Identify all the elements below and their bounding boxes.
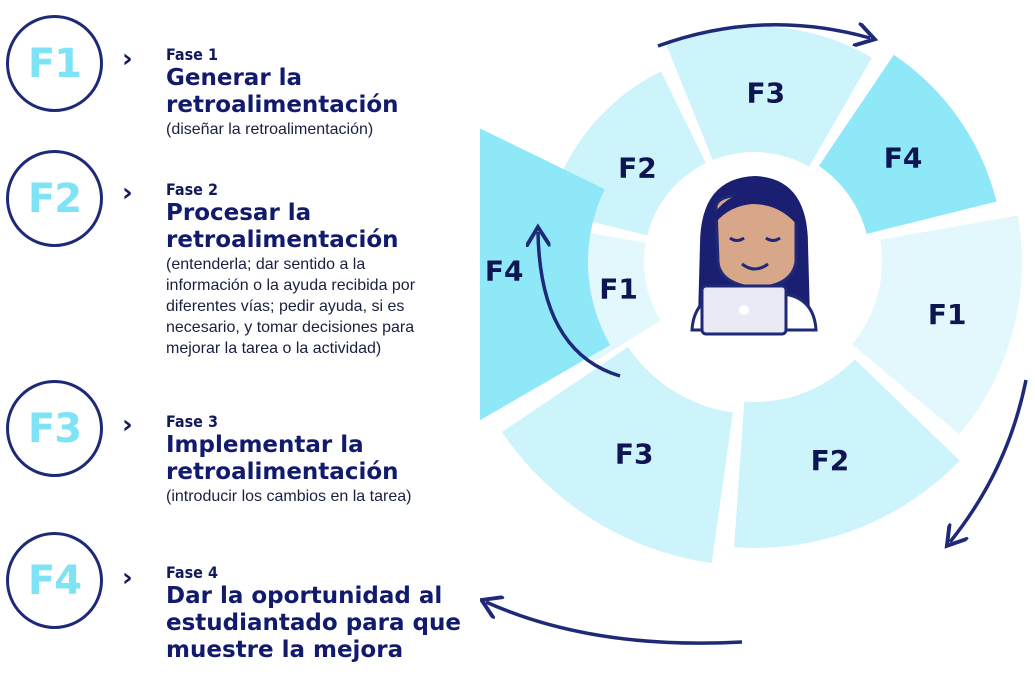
phase-4-title-line-3: muestre la mejora <box>166 637 404 663</box>
wheel-segment-label-5: F1 <box>928 298 967 331</box>
phase-4-title-line-1: Dar la oportunidad al <box>166 583 443 609</box>
phase-1-desc-line-1: (diseñar la retroalimentación) <box>166 121 374 138</box>
phase-3-badge: F3 <box>6 380 103 477</box>
phase-3-desc-line-1: (introducir los cambios en la tarea) <box>166 488 412 505</box>
chevron-right-icon: › <box>122 178 133 208</box>
wheel-segment-label-8: F4 <box>485 255 524 288</box>
phase-2-desc-line-3: diferentes vías; pedir ayuda, si es <box>166 298 405 315</box>
phase-2-desc-line-2: información o la ayuda recibida por <box>166 277 416 294</box>
phase-4-title-line-2: estudiantado para que <box>166 610 461 636</box>
wheel-segment-label-6: F2 <box>811 444 850 477</box>
chevron-right-icon: › <box>122 563 133 593</box>
phase-1-badge: F1 <box>6 15 103 112</box>
wheel-segment-label-1: F1 <box>599 272 638 305</box>
phase-3-title-line-2: retroalimentación <box>166 459 399 485</box>
phase-2-desc-line-1: (entenderla; dar sentido a la <box>166 256 366 273</box>
phase-1-label: Fase 1 <box>166 45 218 64</box>
phase-3-badge-text: F3 <box>27 405 82 452</box>
chevron-right-icon: › <box>122 410 133 440</box>
wheel-segment-label-4: F4 <box>884 142 923 175</box>
phase-2-badge: F2 <box>6 150 103 247</box>
phase-2-desc-line-5: mejorar la tarea o la actividad) <box>166 340 382 357</box>
wheel-segment-8 <box>480 128 611 421</box>
cycle-arrow-top <box>657 25 870 46</box>
cycle-arrow-bottom <box>486 602 743 645</box>
phase-1-badge-text: F1 <box>27 40 82 87</box>
phase-1-text: Fase 1 Generar la retroalimentación (dis… <box>166 45 399 140</box>
wheel-segment-3 <box>665 25 872 172</box>
phase-2-title-line-2: retroalimentación <box>166 227 399 253</box>
phase-2-desc-line-4: necesario, y tomar decisiones para <box>166 319 415 336</box>
phase-4-text: Fase 4 Dar la oportunidad al estudiantad… <box>166 563 461 664</box>
phase-3-text: Fase 3 Implementar la retroalimentación … <box>166 412 411 507</box>
phase-2-text: Fase 2 Procesar la retroalimentación (en… <box>166 180 415 359</box>
phase-2-badge-text: F2 <box>27 175 82 222</box>
wheel-segment-label-7: F3 <box>615 438 654 471</box>
phase-3-title-line-1: Implementar la <box>166 432 364 458</box>
chevron-right-icon: › <box>122 44 133 74</box>
student-laptop-illustration <box>644 152 864 372</box>
phase-1-title-line-2: retroalimentación <box>166 92 399 118</box>
phase-2-label: Fase 2 <box>166 180 218 199</box>
wheel-segment-label-3: F3 <box>747 76 786 109</box>
phase-4-badge-text: F4 <box>27 557 82 604</box>
phase-4-badge: F4 <box>6 532 103 629</box>
phase-3-label: Fase 3 <box>166 412 218 431</box>
wheel-segment-5 <box>852 215 1022 435</box>
wheel-segment-label-2: F2 <box>618 152 657 185</box>
wheel-segment-4 <box>818 54 997 234</box>
wheel-segment-6 <box>734 359 960 548</box>
wheel-segment-7 <box>501 346 733 564</box>
phase-1-title-line-1: Generar la <box>166 65 303 91</box>
phase-4-label: Fase 4 <box>166 563 218 582</box>
cycle-arrow-left <box>538 232 621 378</box>
cycle-arrow-right <box>950 379 1028 542</box>
phase-2-title-line-1: Procesar la <box>166 200 312 226</box>
